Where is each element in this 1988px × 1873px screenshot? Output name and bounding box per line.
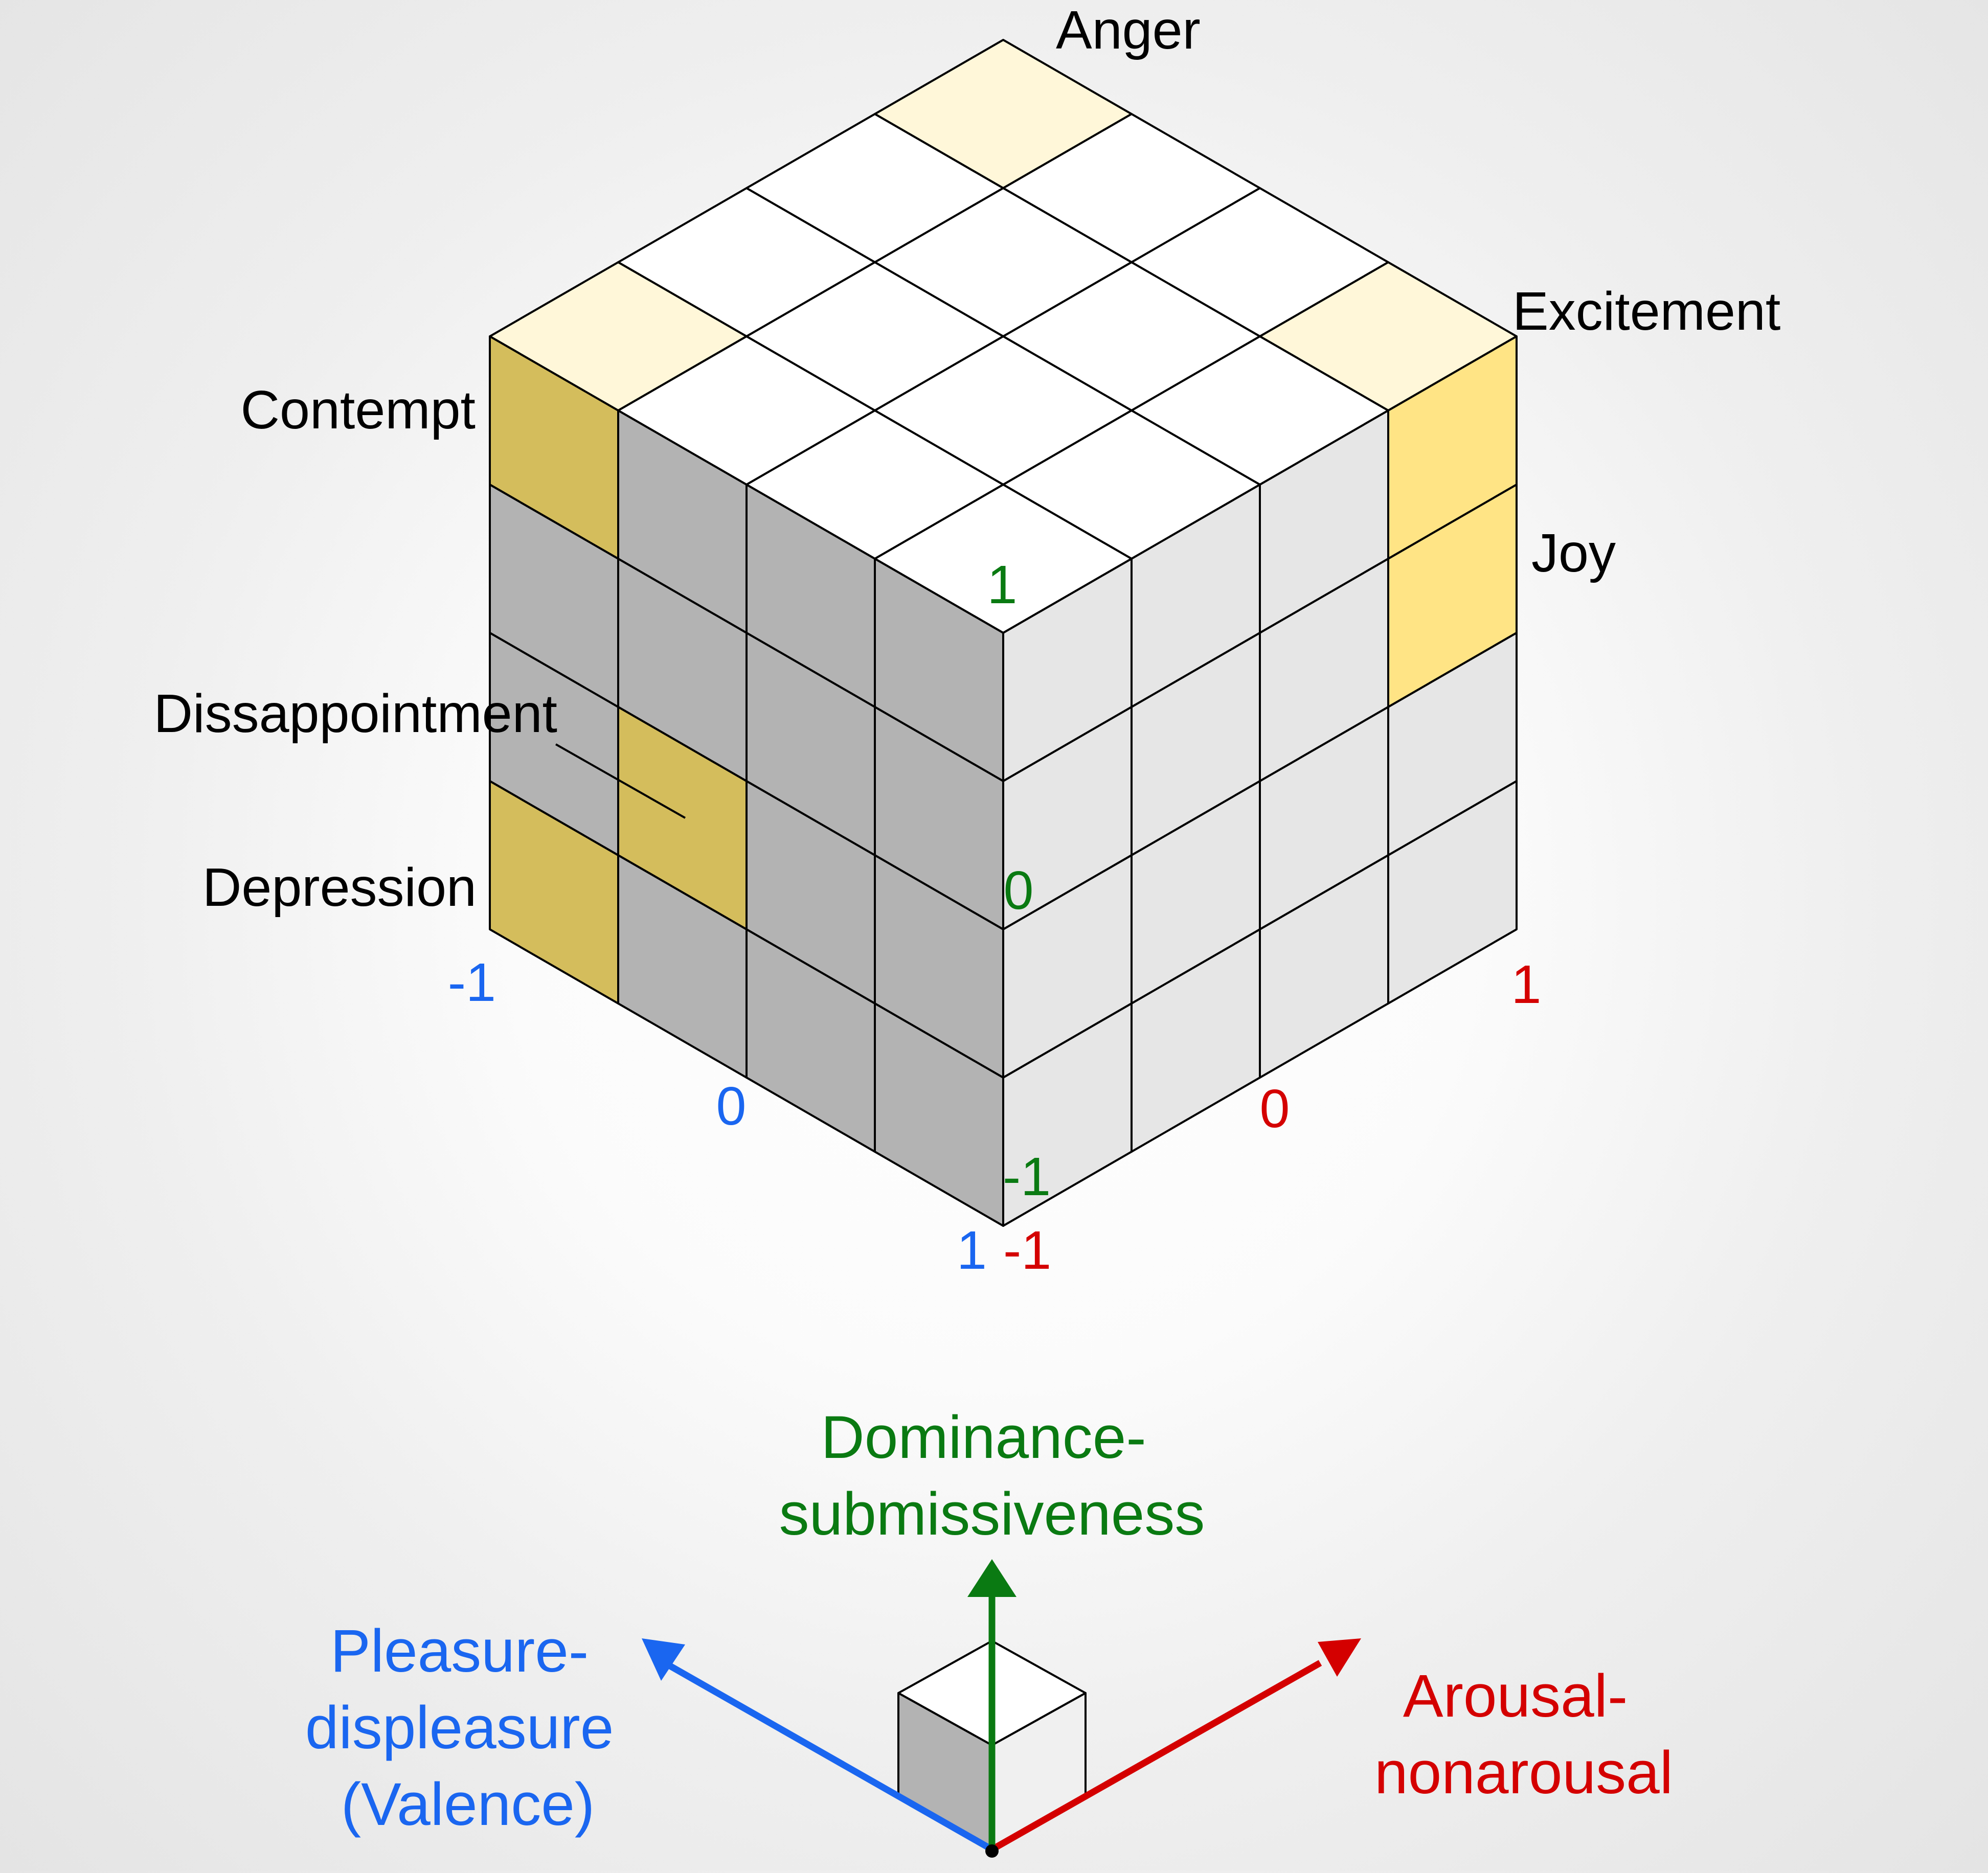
arousal-tick-min: -1 [1003, 1220, 1051, 1281]
label-contempt: Contempt [240, 380, 476, 440]
valence-axis-arrow [663, 1660, 994, 1853]
disappointment-leader-line [555, 743, 686, 819]
arousal-axis-title: Arousal- nonarousal [1374, 1662, 1673, 1807]
label-depression: Depression [202, 857, 477, 918]
dominance-tick-min: -1 [1003, 1147, 1051, 1207]
arousal-tick-mid: 0 [1260, 1079, 1290, 1139]
right-cell [1387, 780, 1518, 1004]
dominance-arrowhead [967, 1559, 1016, 1597]
label-joy: Joy [1531, 523, 1616, 583]
valence-tick-max: 1 [957, 1220, 987, 1281]
arousal-arrowhead [1318, 1638, 1361, 1677]
valence-tick-min: -1 [448, 952, 496, 1013]
valence-tick-mid: 0 [716, 1076, 747, 1136]
dominance-axis-title: Dominance- submissiveness [779, 1404, 1205, 1548]
valence-arrowhead [642, 1638, 685, 1681]
emotion-cube [489, 39, 1518, 1227]
axis-origin-dot [985, 1844, 999, 1858]
label-excitement: Excitement [1512, 281, 1780, 341]
label-disappointment: Dissappointment [153, 683, 557, 744]
arousal-axis-arrow [990, 1660, 1322, 1853]
axis-arrows [642, 1559, 1361, 1858]
arousal-tick-max: 1 [1511, 954, 1542, 1015]
valence-axis-title: Pleasure- displeasure (Valence) [305, 1617, 630, 1838]
dominance-tick-max: 1 [987, 555, 1018, 615]
label-anger: Anger [1056, 0, 1201, 60]
dominance-tick-mid: 0 [1004, 860, 1034, 921]
